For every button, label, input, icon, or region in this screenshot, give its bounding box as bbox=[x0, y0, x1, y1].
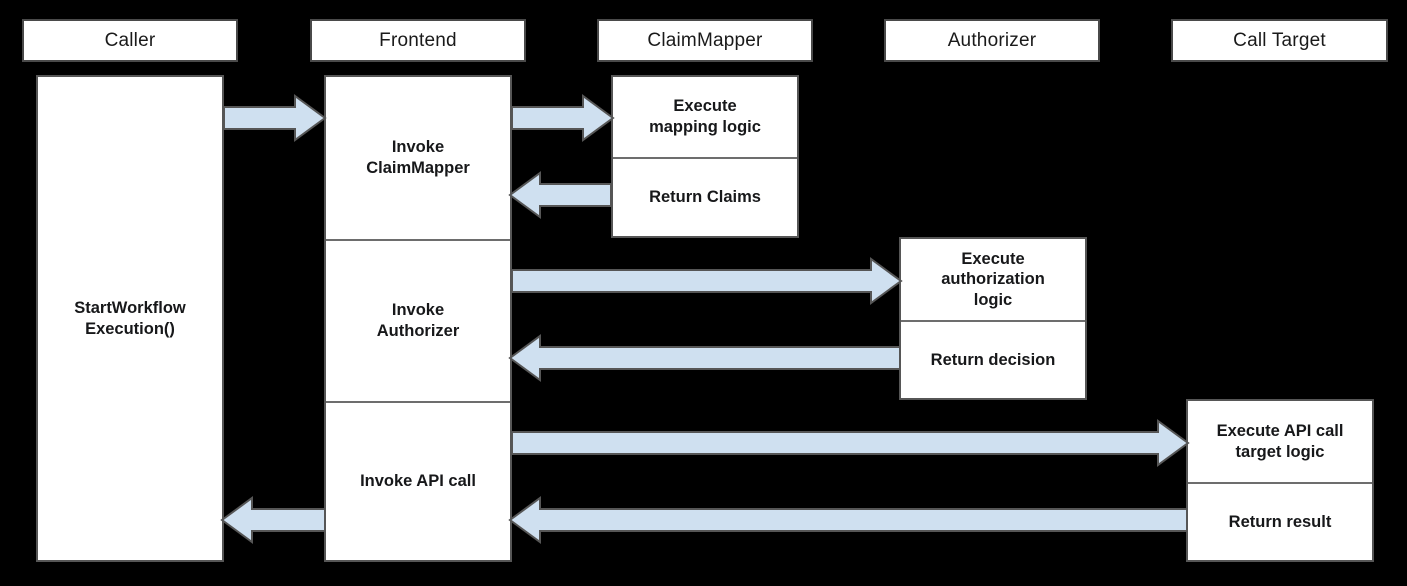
message-arrow-frontend-to-authorizer[interactable] bbox=[511, 257, 903, 305]
activation-claimmapper[interactable]: Execute mapping logic Return Claims bbox=[611, 75, 799, 238]
lifeline-header-frontend[interactable]: Frontend bbox=[310, 19, 526, 62]
message-arrow-caller-to-frontend[interactable] bbox=[223, 94, 327, 142]
activation-caller[interactable]: StartWorkflow Execution() bbox=[36, 75, 224, 562]
lifeline-header-authorizer[interactable]: Authorizer bbox=[884, 19, 1100, 62]
activation-cell-return-result: Return result bbox=[1188, 482, 1372, 560]
activation-cell-invoke-claimmapper: Invoke ClaimMapper bbox=[366, 138, 470, 177]
lifeline-header-frontend-label: Frontend bbox=[379, 29, 457, 51]
activation-cell-startworkflow: StartWorkflow Execution() bbox=[74, 298, 186, 338]
activation-cell-invoke-authorizer: Invoke Authorizer bbox=[326, 239, 510, 401]
lifeline-header-claimmapper-label: ClaimMapper bbox=[647, 29, 763, 51]
activation-cell-execute-mapping-logic: Execute mapping logic bbox=[649, 97, 761, 136]
message-arrow-frontend-to-claimmapper[interactable] bbox=[511, 94, 615, 142]
activation-cell-execute-authorization-logic: Execute authorization logic bbox=[941, 249, 1045, 309]
activation-cell-execute-api-call-target-logic: Execute API call target logic bbox=[1216, 421, 1344, 461]
lifeline-header-caller-label: Caller bbox=[104, 29, 156, 51]
lifeline-header-caller[interactable]: Caller bbox=[22, 19, 238, 62]
activation-cell-return-decision: Return decision bbox=[901, 320, 1085, 398]
message-arrow-calltarget-to-frontend[interactable] bbox=[508, 496, 1188, 544]
activation-calltarget[interactable]: Execute API call target logic Return res… bbox=[1186, 399, 1374, 562]
message-arrow-frontend-to-caller[interactable] bbox=[220, 496, 326, 544]
message-arrow-authorizer-to-frontend[interactable] bbox=[508, 334, 901, 382]
lifeline-header-authorizer-label: Authorizer bbox=[947, 29, 1037, 51]
activation-authorizer[interactable]: Execute authorization logic Return decis… bbox=[899, 237, 1087, 400]
lifeline-header-calltarget[interactable]: Call Target bbox=[1171, 19, 1388, 62]
lifeline-header-calltarget-label: Call Target bbox=[1233, 29, 1326, 51]
activation-frontend[interactable]: Invoke ClaimMapper Invoke Authorizer Inv… bbox=[324, 75, 512, 562]
message-arrow-frontend-to-calltarget[interactable] bbox=[511, 419, 1190, 467]
activation-cell-invoke-api-call: Invoke API call bbox=[326, 401, 510, 560]
activation-cell-return-claims: Return Claims bbox=[613, 157, 797, 236]
lifeline-header-claimmapper[interactable]: ClaimMapper bbox=[597, 19, 813, 62]
message-arrow-claimmapper-to-frontend[interactable] bbox=[508, 171, 612, 219]
